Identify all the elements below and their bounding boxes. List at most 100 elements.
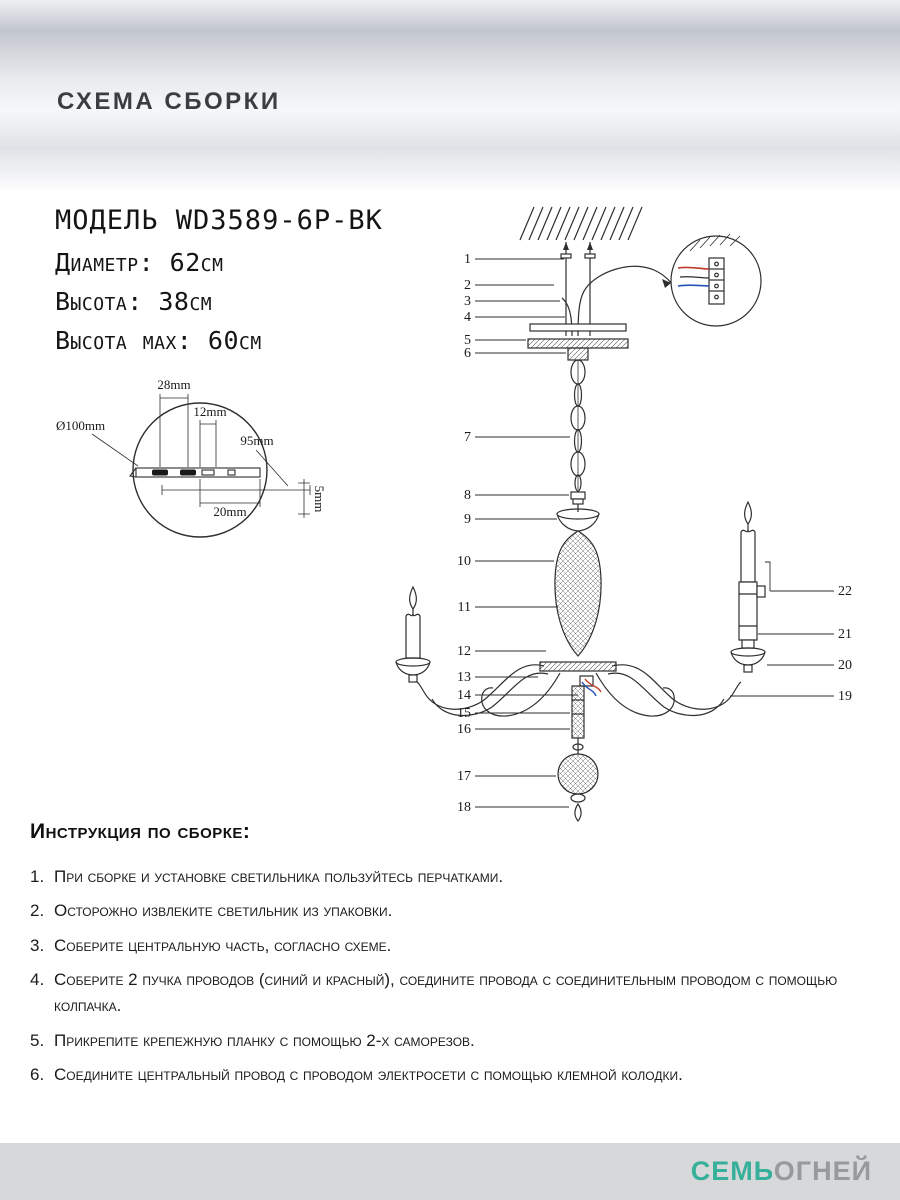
instruction-number: 2. bbox=[30, 901, 45, 921]
part-number: 15 bbox=[457, 706, 471, 721]
model-height: Высота: 38см bbox=[55, 287, 213, 316]
dimension-lines bbox=[91, 394, 311, 518]
part-number: 20 bbox=[838, 658, 852, 673]
instructions-title: Инструкция по сборке: bbox=[30, 820, 251, 843]
instruction-number: 3. bbox=[30, 935, 45, 955]
dim-5mm: 5mm bbox=[312, 486, 327, 513]
flame-icon bbox=[409, 585, 417, 611]
mounting-bracket bbox=[129, 467, 261, 478]
part-number: 19 bbox=[838, 689, 852, 704]
instruction-item: 5. Прикрепите крепежную планку с помощью… bbox=[30, 1028, 882, 1054]
left-candle bbox=[395, 585, 431, 683]
crystal-ball bbox=[557, 753, 599, 795]
bracket-detail-diagram: 28mm 12mm 95mm Ø100mm 20mm 5mm bbox=[52, 372, 337, 557]
part-number: 3 bbox=[464, 294, 471, 309]
part-number: 22 bbox=[838, 584, 852, 599]
instruction-number: 1. bbox=[30, 867, 45, 886]
part-number: 2 bbox=[464, 278, 471, 293]
detail-circle bbox=[132, 402, 268, 538]
instruction-text: Соберите центральную часть, согласно схе… bbox=[54, 935, 392, 955]
model-info: МОДЕЛЬ WD3589-6P-BK Диаметр: 62см Высота… bbox=[55, 205, 383, 365]
page-title: СХЕМА СБОРКИ bbox=[57, 88, 281, 115]
terminal-hatch bbox=[689, 233, 741, 252]
instruction-item: 3. Соберите центральную часть, согласно … bbox=[30, 933, 882, 959]
chain bbox=[570, 359, 586, 492]
instruction-item: 2. Осторожно извлеките светильник из упа… bbox=[30, 898, 882, 924]
part-number: 11 bbox=[458, 600, 471, 615]
candle-body bbox=[405, 613, 421, 659]
dim-95mm: 95mm bbox=[240, 433, 273, 448]
crystal-spindle bbox=[554, 530, 602, 657]
instruction-number: 5. bbox=[30, 1030, 45, 1050]
mounting-bar bbox=[529, 323, 627, 332]
supply-wire bbox=[577, 265, 672, 337]
bottom-finial bbox=[570, 793, 586, 822]
canopy bbox=[527, 338, 629, 361]
instruction-text: Прикрепите крепежную планку с помощью 2-… bbox=[54, 1030, 475, 1050]
part-number: 12 bbox=[457, 644, 471, 659]
ref-line bbox=[765, 561, 771, 591]
instruction-number: 4. bbox=[30, 970, 45, 990]
wire-blue bbox=[677, 284, 710, 287]
wire-red bbox=[584, 678, 602, 693]
part-number: 9 bbox=[464, 512, 471, 527]
wiring-detail-circle bbox=[670, 233, 762, 327]
instruction-text: Соедините центральный провод с проводом … bbox=[54, 1065, 683, 1085]
instruction-text: Осторожно извлеките светильник из упаков… bbox=[54, 901, 393, 921]
brand-rest: ОГНЕЙ bbox=[773, 1156, 872, 1186]
center-stem bbox=[571, 685, 585, 754]
part-number: 10 bbox=[457, 554, 471, 569]
wire-black bbox=[679, 276, 710, 279]
leader-lines-right bbox=[730, 590, 834, 697]
instruction-item: 4. Соберите 2 пучка проводов (синий и кр… bbox=[30, 967, 882, 1020]
part-number: 7 bbox=[464, 430, 471, 445]
top-cup bbox=[556, 508, 600, 532]
chandelier-diagram: 1 2 3 4 5 6 7 8 9 10 11 12 13 14 15 16 1… bbox=[378, 196, 888, 828]
ceiling-hatch bbox=[519, 206, 643, 241]
dim-28mm: 28mm bbox=[157, 377, 190, 392]
right-inner-arm bbox=[595, 672, 675, 717]
flame-icon bbox=[744, 500, 752, 526]
instruction-list: 1. При сборке и установке светильника по… bbox=[30, 864, 882, 1088]
model-diameter: Диаметр: 62см bbox=[55, 248, 224, 277]
part-number: 16 bbox=[457, 722, 471, 737]
arm-hub bbox=[539, 661, 617, 697]
brand-logo: СЕМЬОГНЕЙ bbox=[691, 1156, 872, 1187]
part-number: 6 bbox=[464, 346, 471, 361]
dim-diameter-100mm: Ø100mm bbox=[56, 418, 105, 433]
part-number: 8 bbox=[464, 488, 471, 503]
dim-20mm: 20mm bbox=[213, 504, 246, 519]
wire-arrowhead bbox=[662, 279, 671, 288]
left-arm bbox=[416, 664, 561, 717]
right-arm bbox=[595, 664, 742, 717]
right-candle bbox=[730, 500, 771, 673]
part-number: 5 bbox=[464, 333, 471, 348]
terminal-block bbox=[708, 257, 725, 305]
part-number: 4 bbox=[464, 310, 471, 325]
model-height-max: Высота max: 60см bbox=[55, 326, 262, 355]
part-number: 21 bbox=[838, 627, 852, 642]
header-band: СХЕМА СБОРКИ bbox=[0, 0, 900, 190]
footer-bar: СЕМЬОГНЕЙ bbox=[0, 1143, 900, 1200]
part-number: 1 bbox=[464, 252, 471, 267]
instruction-item: 6. Соедините центральный провод с провод… bbox=[30, 1062, 882, 1088]
part-number: 13 bbox=[457, 670, 471, 685]
left-inner-arm bbox=[481, 672, 561, 717]
instruction-number: 6. bbox=[30, 1065, 45, 1085]
mounting-rods bbox=[560, 242, 596, 336]
leader-lines-left bbox=[475, 258, 578, 808]
wire-red bbox=[677, 266, 710, 270]
chain-connector bbox=[570, 491, 586, 512]
wire-blue bbox=[581, 681, 597, 697]
part-number: 14 bbox=[457, 688, 471, 703]
instruction-text: При сборке и установке светильника польз… bbox=[54, 867, 504, 886]
instruction-text: Соберите 2 пучка проводов (синий и красн… bbox=[54, 970, 838, 1016]
model-name: МОДЕЛЬ WD3589-6P-BK bbox=[55, 205, 383, 236]
part-number: 17 bbox=[457, 769, 471, 784]
instructions-section: Инструкция по сборке: 1. При сборке и ус… bbox=[30, 820, 882, 1096]
instruction-item: 1. При сборке и установке светильника по… bbox=[30, 864, 882, 890]
part-number: 18 bbox=[457, 800, 471, 815]
brand-highlight: СЕМЬ bbox=[690, 1156, 774, 1186]
candle-body bbox=[740, 529, 756, 583]
